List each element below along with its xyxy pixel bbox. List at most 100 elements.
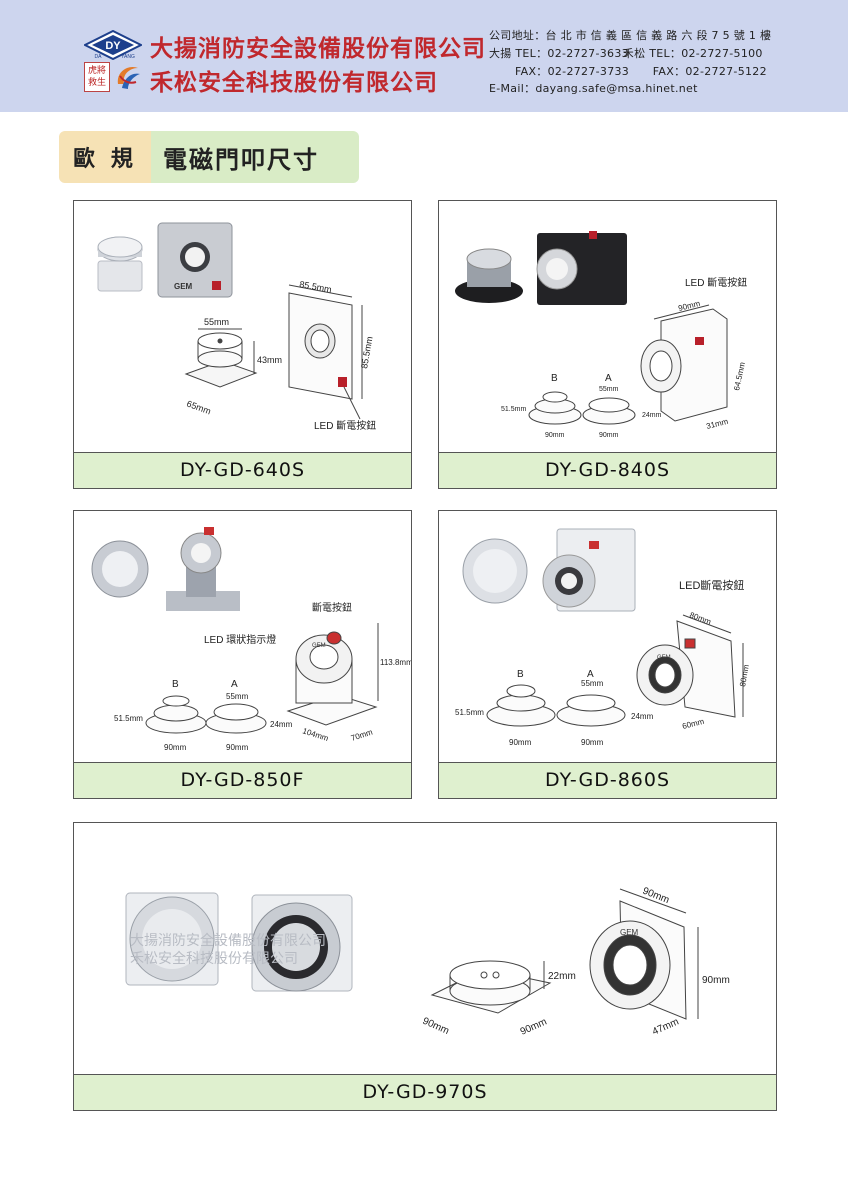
armature-photo [91,540,149,598]
armature-photo [125,892,219,986]
logo-dy-sub-left: DA [95,54,103,60]
magnet-plate-photo: GEM [157,222,233,298]
company-name-dayang: 大揚消防安全設備股份有限公司 [150,36,486,62]
fax-line: FAX：02-2727-3733 FAX：02-2727-5122 [489,63,767,79]
wall-magnet-drawing: GEM [636,614,744,718]
dim-depth: 47mm [651,1016,681,1037]
dim-depth: 31mm [705,417,729,431]
email-line[interactable]: E-Mail：dayang.safe@msa.hinet.net [489,82,698,95]
armature-b-drawing [528,391,582,425]
product-card-840s: LED 斷電按鈕 90mm 64.5mm 31mm B A 55mm 51.5m… [438,200,777,489]
model-label-860s: DY-GD-860S [439,762,776,798]
dim-side: 90mm [702,975,730,986]
watermark-hesong: 禾松安全科技股份有限公司 [130,950,298,966]
dim-width: 70mm [350,727,374,743]
dim-head: 55mm [226,692,249,701]
dim-width-1: 90mm [421,1016,451,1037]
section-heading: 電磁門叩尺寸 [151,131,359,183]
product-figure-850f: 斷電按鈕 LED 環狀指示燈 GEM 113.8mm 104mm 70mm B … [91,527,411,752]
dim-width: 90mm [677,299,701,313]
dim-a-width: 90mm [226,743,249,752]
dim-length: 104mm [301,726,329,743]
armature-a-drawing [582,397,636,425]
dim-b-width: 90mm [164,743,187,752]
logo-dy-sub-right: YANG [121,54,135,60]
product-card-640s: GEM 55mm 43mm 65mm 85.5mm 85.5mm LED 斷 [73,200,412,489]
tel-line: 大揚 TEL：02-2727-3633 禾松 TEL：02-2727-5100 [489,45,763,61]
wall-magnet-drawing: GEM [589,888,699,1020]
hesong-swirl-logo-icon [117,66,140,89]
dim-top: 90mm [641,886,671,907]
dayang-logo-icon: DY DA YANG [84,30,142,60]
dim-b-height: 51.5mm [501,406,526,413]
dim-head: 55mm [204,317,229,327]
armature-drawing [184,328,258,388]
dim-top: 80mm [688,610,712,626]
dim-height: 113.8mm [380,658,411,667]
brand-text: GEM [312,643,326,649]
product-card-860s: LED斷電按鈕 GEM 80mm 80mm 60mm B A 55mm 51.5… [438,510,777,799]
product-card-970s: 大揚消防安全設備股份有限公司 禾松安全科技股份有限公司 22mm 90mm 90… [73,822,777,1111]
dim-b-height: 51.5mm [114,714,143,723]
variant-b-label: B [172,679,179,690]
model-label-850f: DY-GD-850F [74,762,411,798]
dim-a-width: 90mm [581,738,604,747]
dim-base: 65mm [185,398,212,416]
tel-dayang: 大揚 TEL：02-2727-3633 [489,47,629,60]
dim-b-width: 90mm [545,432,565,439]
logo-dy-text: DY [105,40,121,52]
dim-side: 80mm [738,664,751,688]
dim-depth: 60mm [681,717,705,731]
product-figure-860s: LED斷電按鈕 GEM 80mm 80mm 60mm B A 55mm 51.5… [455,528,751,747]
watermark-dayang: 大揚消防安全設備股份有限公司 [130,932,326,948]
variant-a-label: A [605,373,612,384]
armature-photo [97,236,143,292]
variant-a-label: A [231,679,238,690]
brand-text: GEM [657,655,671,661]
brand-text: GEM [620,928,639,937]
section-title: 歐 規 電磁門叩尺寸 [59,131,359,183]
armature-b-drawing [145,695,207,734]
button-callout: 斷電按鈕 [312,601,352,614]
floor-magnet-photo [166,527,240,611]
dim-height: 22mm [548,971,576,982]
wall-magnet-photo [251,894,353,992]
company-address: 公司地址：台 北 市 信 義 區 信 義 路 六 段 7 5 號 1 樓 [489,29,772,42]
armature-drawing [430,960,552,1014]
hujiang-seal-logo: 虎將救生 [84,62,110,92]
brand-text: GEM [174,282,193,291]
armature-a-drawing [205,703,267,734]
magnet-plate-drawing [288,284,363,400]
led-button-callout: LED 斷電按鈕 [685,276,747,289]
dim-a-height: 24mm [270,720,293,729]
section-region: 歐 規 [59,131,151,183]
armature-a-drawing [556,694,626,727]
variant-a-label: A [587,669,594,680]
dim-width-2: 90mm [519,1016,549,1037]
dim-plate-width: 85.5mm [299,279,333,294]
dim-a-width: 90mm [599,432,619,439]
floor-magnet-drawing: GEM [286,623,379,726]
wall-magnet-photo [542,528,636,612]
dim-a-height: 24mm [631,712,654,721]
dim-height: 43mm [257,355,282,365]
model-label-640s: DY-GD-640S [74,452,411,488]
dim-b-width: 90mm [509,738,532,747]
model-label-840s: DY-GD-840S [439,452,776,488]
variant-b-label: B [551,373,558,384]
product-card-850f: 斷電按鈕 LED 環狀指示燈 GEM 113.8mm 104mm 70mm B … [73,510,412,799]
dim-a-height: 24mm [642,412,662,419]
magnet-box-photo [536,231,627,305]
dim-height: 64.5mm [732,361,747,391]
page-header: DY DA YANG 虎將救生 大揚消防安全設備股份有限公司 禾松安全科技股份有… [0,0,848,112]
led-button-callout: LED斷電按鈕 [679,578,744,592]
dim-head: 55mm [581,679,604,688]
dim-plate-height: 85.5mm [359,336,374,370]
ring-light-callout: LED 環狀指示燈 [204,633,276,646]
armature-photo [455,248,523,303]
armature-b-drawing [486,684,556,727]
led-button-callout: LED 斷電按鈕 [314,419,376,432]
product-figure-840s: LED 斷電按鈕 90mm 64.5mm 31mm B A 55mm 51.5m… [455,231,747,439]
variant-b-label: B [517,669,524,680]
fax-hesong: FAX：02-2727-5122 [652,65,767,78]
